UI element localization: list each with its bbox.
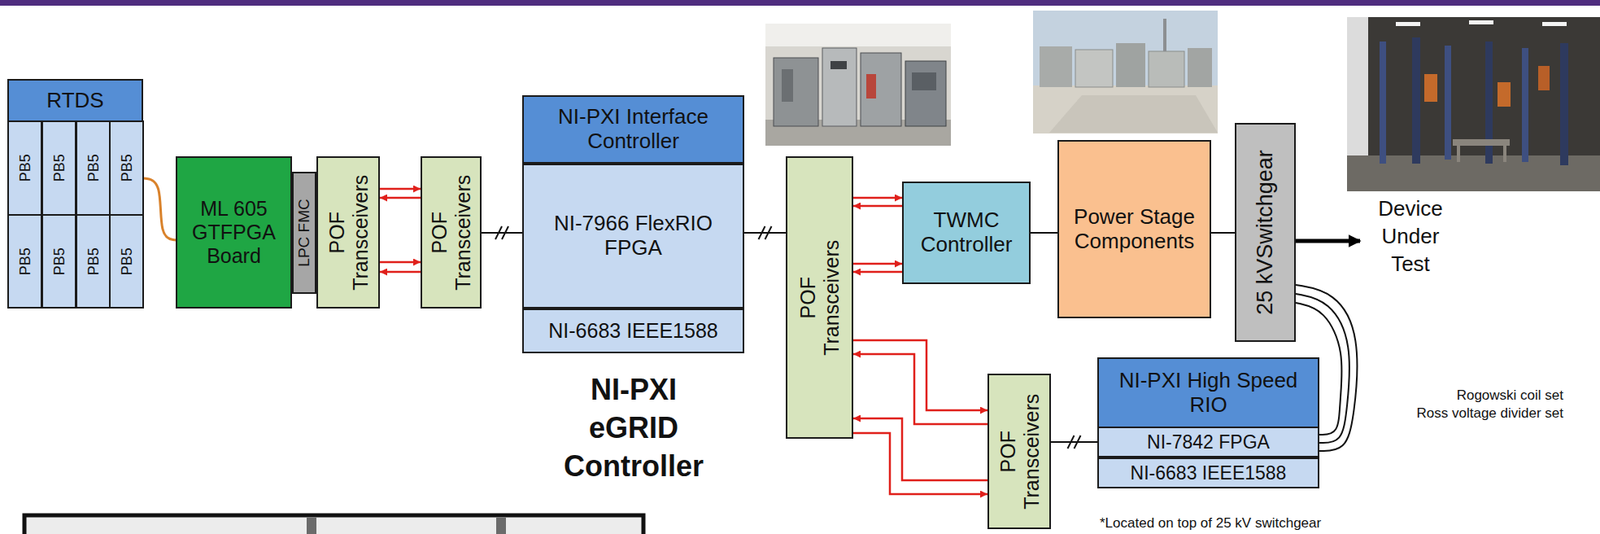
rtds-rack: RTDSPB5PB5PB5PB5PB5PB5PB5PB5 (7, 78, 144, 309)
node-text: POF Transceivers (324, 161, 372, 304)
node-text: PB5 (84, 220, 102, 302)
fiber-link (853, 270, 903, 274)
node-text: TWMC Controller (907, 206, 1025, 259)
node-text: NI-PXI Interface Controller (527, 103, 739, 156)
output-arrow (1295, 239, 1361, 244)
controller-chassis: NI-PXI eGRID ControllerNI-PXI Interface … (522, 95, 745, 354)
pb5-card: PB5 (75, 120, 111, 216)
interface-controller: NI-PXI Interface Controller (522, 95, 745, 164)
pb5-card: PB5 (41, 120, 77, 216)
break-slash (1068, 435, 1075, 449)
wire (1030, 231, 1058, 234)
fmc-connector: LPC FMC (292, 171, 317, 294)
timing-module: NI-6683 IEEE1588 (522, 308, 745, 354)
break-slash (765, 226, 772, 240)
footnote: *Located on top of 25 kV switchgear (1099, 514, 1458, 532)
fiber-link (853, 432, 988, 494)
node-text: PB5 (84, 127, 102, 210)
sensor-label: Rogowski coil set (1374, 387, 1564, 404)
fiber-link (853, 340, 988, 410)
node-text: NI-6683 IEEE1588 (1130, 460, 1287, 485)
wire (481, 231, 523, 234)
break-mark (758, 226, 772, 240)
node-text: NI-PXI eGRID Controller (548, 370, 720, 485)
pof-transceiver: POF Transceivers (420, 156, 482, 309)
cable (143, 178, 176, 240)
fiber-link (853, 262, 903, 266)
lab-photo (24, 514, 644, 534)
power-stage-box: Power Stage Components (1057, 139, 1212, 319)
timing-module: NI-6683 IEEE1588 (1097, 457, 1320, 489)
pof-transceiver: POF Transceivers (785, 156, 854, 439)
test-hall-photo (1347, 17, 1600, 192)
node-text: ML 605 GTFPGA Board (181, 195, 287, 269)
wire (1050, 440, 1098, 443)
break-mark (1068, 435, 1082, 449)
node-text: PB5 (50, 220, 68, 302)
device-label: Device Under Test (1364, 195, 1457, 278)
node-text: PB5 (16, 127, 34, 210)
fiber-link (853, 353, 988, 424)
pb5-card: PB5 (108, 213, 144, 309)
node-text: PB5 (117, 220, 136, 302)
switchgear-box: 25 kVSwitchgear (1234, 122, 1296, 342)
node-text: POF Transceivers (995, 379, 1043, 523)
fiber-link (379, 187, 421, 191)
break-slash (758, 226, 766, 240)
equipment-photo (765, 23, 951, 146)
node-text: NI-PXI High Speed RIO (1098, 358, 1318, 428)
node-text: POF Transceivers (796, 226, 844, 369)
node-text: RTDS (8, 80, 142, 123)
node-text: NI-6683 IEEE1588 (548, 317, 718, 345)
node-text: NI-7842 FPGA (1146, 429, 1270, 454)
fiber-link (853, 196, 903, 200)
pb5-card: PB5 (7, 120, 43, 216)
wire (744, 231, 786, 234)
node-text: 25 kVSwitchgear (1252, 126, 1278, 337)
node-text: POF Transceivers (427, 161, 476, 304)
pb5-card: PB5 (108, 120, 144, 216)
node-text: LPC FMC (295, 175, 314, 290)
node-text: NI-7966 FlexRIO FPGA (527, 209, 739, 262)
site-photo (1033, 10, 1218, 134)
pb5-card: PB5 (75, 213, 111, 309)
wire (1211, 231, 1235, 234)
fpga-board: ML 605 GTFPGA Board (175, 156, 293, 309)
break-slash (501, 226, 509, 240)
pof-transceiver: POF Transceivers (316, 156, 380, 309)
fiber-link (379, 270, 421, 274)
fiber-link (379, 196, 421, 200)
fiber-link (853, 204, 903, 208)
sensor-label: Ross voltage divider set (1374, 405, 1564, 422)
fiber-link (853, 418, 988, 480)
pof-transceiver: POF Transceivers (987, 373, 1051, 529)
rio-chassis: NI-PXI High Speed RIONI-7842 FPGA NI-6683… (1097, 357, 1320, 489)
fpga-module: NI-7842 FPGA (1097, 426, 1320, 458)
twmc-controller: TWMC Controller (902, 181, 1031, 284)
node-text: PB5 (50, 127, 68, 210)
break-slash (495, 226, 502, 240)
pb5-card: PB5 (41, 213, 77, 309)
header-bar (0, 0, 1600, 6)
fiber-link (379, 261, 421, 264)
fpga-module: NI-7966 FlexRIO FPGA (522, 163, 745, 309)
node-text: PB5 (16, 220, 34, 302)
break-mark (495, 226, 509, 240)
node-text: Power Stage Components (1063, 203, 1206, 256)
break-slash (1074, 435, 1082, 449)
node-text: PB5 (117, 127, 136, 210)
pb5-card: PB5 (7, 213, 43, 309)
